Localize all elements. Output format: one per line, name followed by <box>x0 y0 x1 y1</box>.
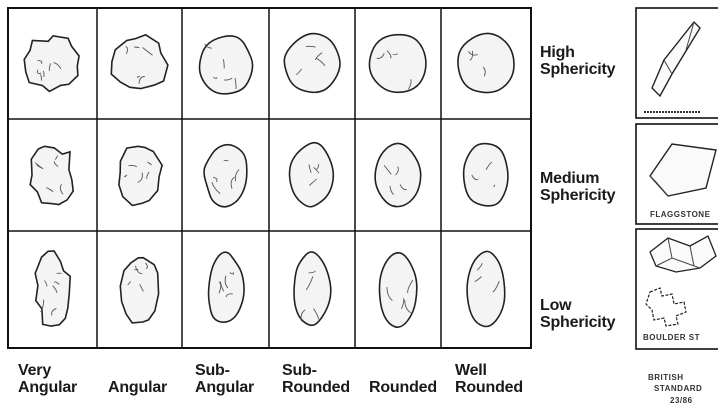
credit-line3: 23/86 <box>670 396 693 405</box>
grain-outline <box>369 35 425 93</box>
grain-outline <box>467 251 505 326</box>
column-label-sub-angular: Sub- Angular <box>195 362 254 396</box>
row-label-medium: Medium Sphericity <box>540 170 615 204</box>
row-label-high: High Sphericity <box>540 44 615 78</box>
column-label-line2: Rounded <box>369 379 437 396</box>
row-label-line2: Sphericity <box>540 314 615 331</box>
column-label-sub-rounded: Sub- Rounded <box>282 362 350 396</box>
column-label-line1: Well <box>455 362 523 379</box>
side-caption-boulder: BOULDER ST <box>643 333 700 342</box>
column-label-line1 <box>369 362 437 379</box>
column-label-angular: Angular <box>108 362 167 396</box>
column-label-line1 <box>108 362 167 379</box>
column-label-line2: Angular <box>108 379 167 396</box>
grain-outline <box>24 36 79 92</box>
grain-outline <box>458 33 514 92</box>
column-label-line2: Rounded <box>455 379 523 396</box>
column-label-rounded: Rounded <box>369 362 437 396</box>
column-label-line1: Sub- <box>195 362 254 379</box>
grain-outline <box>200 36 253 94</box>
row-label-line1: High <box>540 44 615 61</box>
credit-line1: BRITISH <box>648 373 684 382</box>
grain-outline <box>120 258 158 323</box>
credit-line2: STANDARD <box>654 384 702 393</box>
grain-outline <box>464 144 508 206</box>
column-label-line2: Angular <box>18 379 77 396</box>
row-label-line2: Sphericity <box>540 187 615 204</box>
grain-outline <box>379 253 416 327</box>
side-caption-flagstone: FLAGGSTONE <box>650 210 710 219</box>
row-label-line1: Medium <box>540 170 615 187</box>
row-label-line1: Low <box>540 297 615 314</box>
column-label-line2: Rounded <box>282 379 350 396</box>
column-label-line1: Sub- <box>282 362 350 379</box>
column-label-well-rounded: Well Rounded <box>455 362 523 396</box>
row-label-line2: Sphericity <box>540 61 615 78</box>
column-label-line2: Angular <box>195 379 254 396</box>
column-label-line1: Very <box>18 362 77 379</box>
column-label-very-angular: Very Angular <box>18 362 77 396</box>
row-label-low: Low Sphericity <box>540 297 615 331</box>
